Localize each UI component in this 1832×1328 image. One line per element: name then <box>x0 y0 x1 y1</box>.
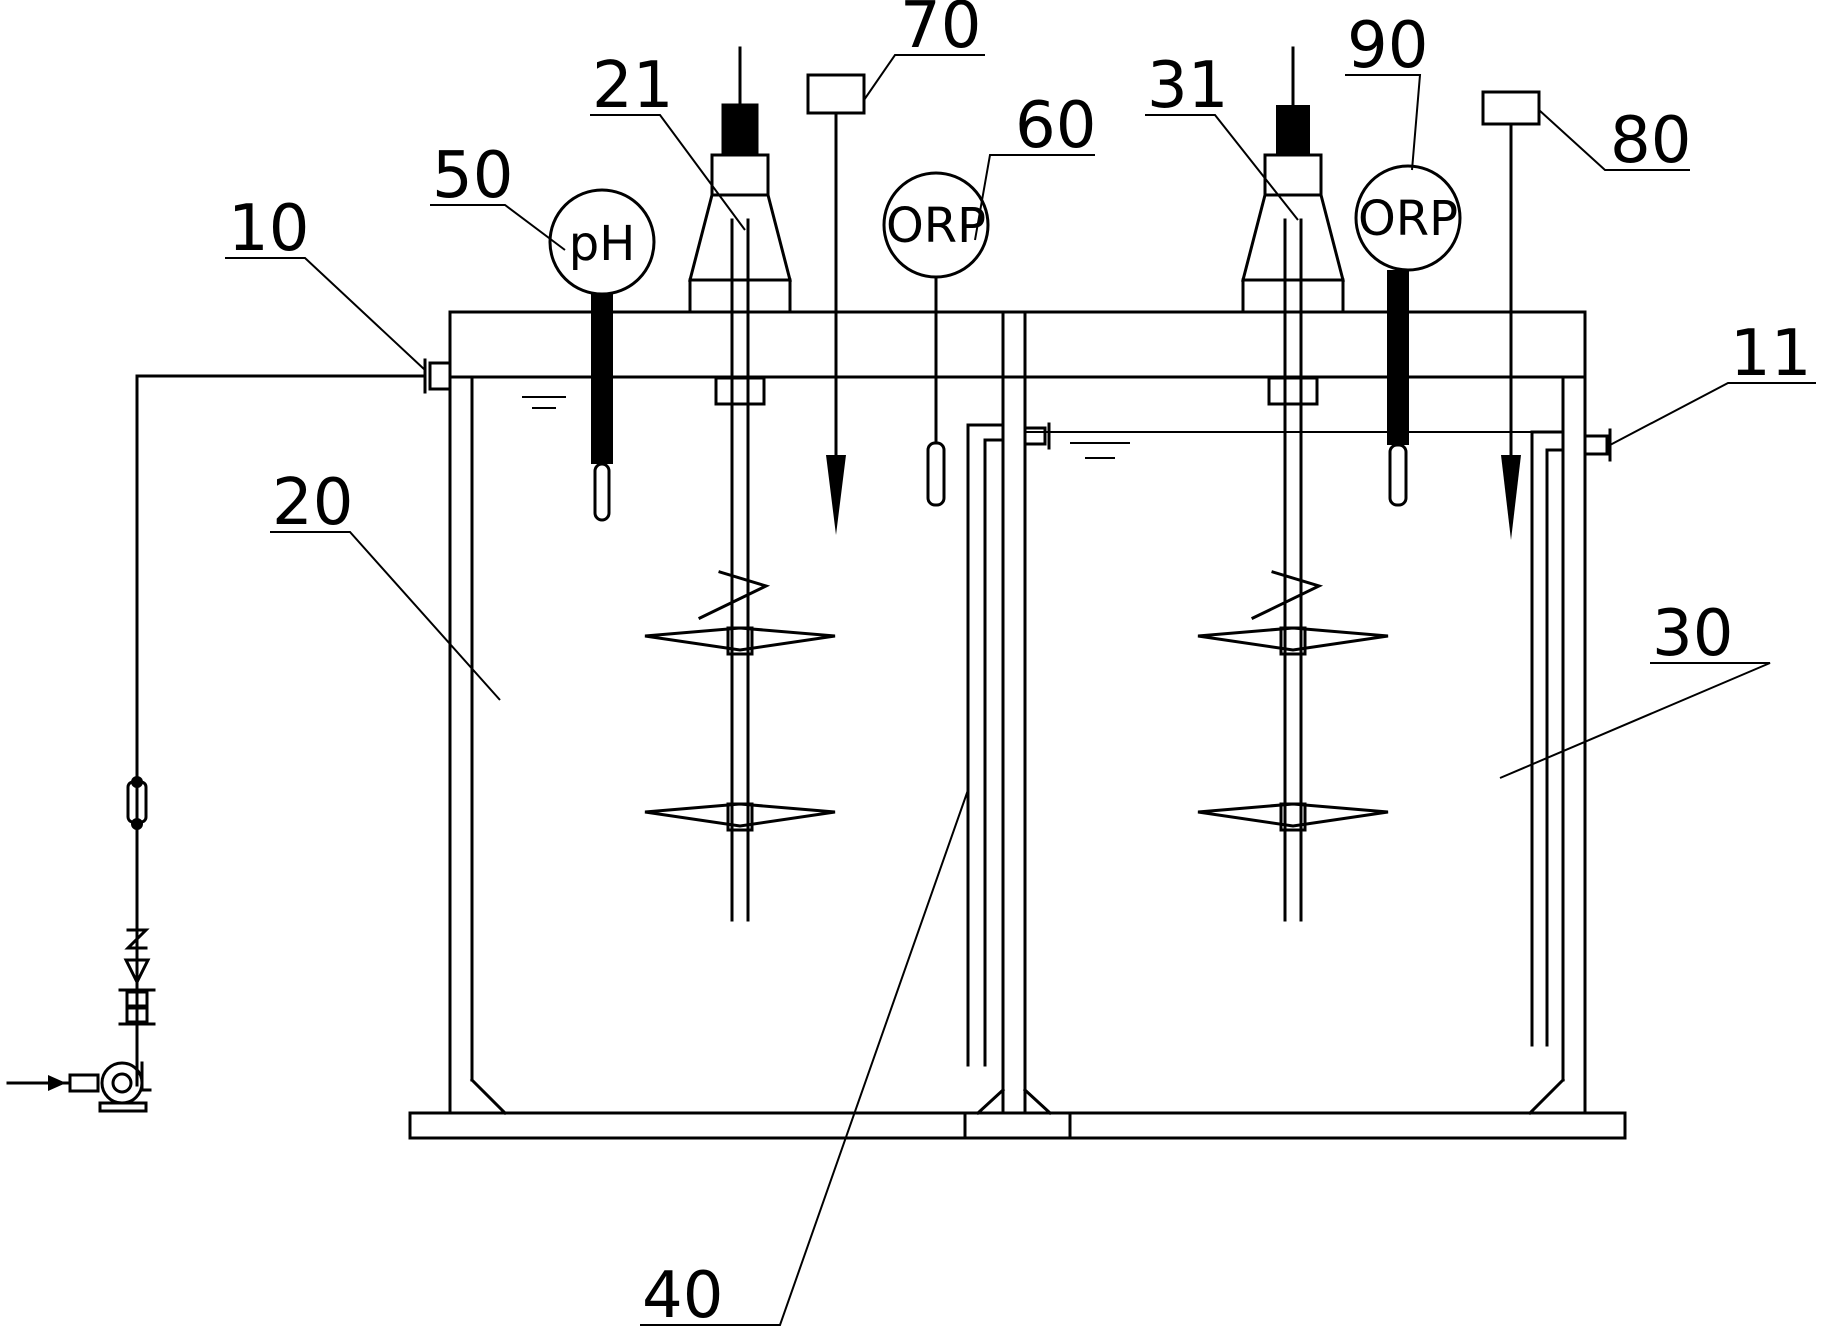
label-11: 11 <box>1730 317 1811 391</box>
label-10: 10 <box>228 192 309 266</box>
mixer-21-hub-lower <box>726 802 754 832</box>
mixer-21-mount <box>688 278 792 314</box>
mixer-21 <box>644 46 836 922</box>
right-fillet <box>1527 1077 1566 1116</box>
leader-lines <box>225 54 1816 1326</box>
flow-meter-bottom-node <box>131 818 143 830</box>
inlet-feed-line <box>6 358 452 1113</box>
overflow-pipe-inner <box>1545 448 1565 1047</box>
label-31: 31 <box>1147 49 1228 123</box>
pump-base <box>98 1101 148 1113</box>
orp-probe-90-body <box>1387 270 1409 445</box>
transfer-pipe-outer <box>966 423 1005 1067</box>
union-lower <box>125 1006 149 1024</box>
label-50: 50 <box>432 139 513 213</box>
transfer-pipe-inner <box>983 438 1005 1067</box>
mixer-21-hub-upper <box>726 626 754 656</box>
dosing-unit-70 <box>806 73 866 535</box>
inlet-nozzle <box>428 361 452 391</box>
feed-pipe <box>135 374 427 1087</box>
orp-meter-90: ORP <box>1354 164 1462 507</box>
orp-probe-60-tip <box>926 441 946 507</box>
ph-probe-body <box>591 294 613 464</box>
outlet-nozzle <box>1583 434 1609 456</box>
mixer-21-blade-mark <box>697 570 771 621</box>
transfer-nozzle <box>1023 426 1047 446</box>
mixer-21-gearbox <box>710 153 770 197</box>
leader-80 <box>1538 109 1690 171</box>
leader-50 <box>430 204 566 251</box>
leader-60 <box>974 154 1095 241</box>
label-20: 20 <box>272 466 353 540</box>
overflow-pipe-outer <box>1530 430 1565 1047</box>
ph-meter: pH <box>548 188 656 522</box>
mixer-31-impeller-upper <box>1197 626 1389 652</box>
label-60: 60 <box>1015 89 1096 163</box>
leader-40 <box>640 789 969 1326</box>
label-70: 70 <box>900 0 981 63</box>
label-90: 90 <box>1347 9 1428 83</box>
check-valve <box>124 928 150 950</box>
leader-70 <box>863 54 985 101</box>
mixer-31-blade-mark <box>1250 570 1324 621</box>
top-slab <box>448 310 1587 379</box>
gate-valve <box>123 958 151 986</box>
mixer-21-impeller-upper <box>644 626 836 652</box>
pump-discharge <box>140 1061 152 1092</box>
dosing-arrow-70 <box>826 455 846 535</box>
leader-10 <box>225 257 426 371</box>
orp-meter-60-text: ORP <box>886 198 986 254</box>
mixer-31 <box>1197 46 1389 922</box>
union-upper <box>125 990 149 1008</box>
mixer-31-motor <box>1276 105 1310 155</box>
mixer-31-bracket <box>1241 193 1345 282</box>
mixer-31-hub-upper <box>1279 626 1307 656</box>
mixer-31-hub-lower <box>1279 802 1307 832</box>
label-30: 30 <box>1652 597 1733 671</box>
dosing-arrow-80 <box>1501 455 1521 540</box>
leader-21 <box>590 114 746 231</box>
label-80: 80 <box>1610 104 1691 178</box>
mixer-21-coupling <box>714 376 766 406</box>
leader-20 <box>270 531 501 701</box>
dosing-unit-70-box <box>806 73 866 115</box>
ph-probe-tip <box>593 462 611 522</box>
label-40: 40 <box>642 1259 723 1328</box>
label-21: 21 <box>592 49 673 123</box>
dosing-unit-80-box <box>1481 90 1541 126</box>
mixer-31-impeller-lower <box>1197 802 1389 828</box>
reference-labels: 10 11 20 21 30 31 40 50 60 70 80 90 <box>228 0 1811 1328</box>
leader-90 <box>1345 74 1422 171</box>
pump-impeller <box>111 1072 133 1094</box>
suction-valve <box>68 1073 100 1093</box>
orp-meter-90-text: ORP <box>1358 191 1458 247</box>
orp-probe-90-tip <box>1388 443 1408 507</box>
mixer-21-motor-fill <box>723 105 757 155</box>
mixer-31-coupling <box>1267 376 1319 406</box>
leader-11 <box>1609 382 1816 446</box>
mixer-21-bracket <box>688 193 792 282</box>
dosing-unit-80 <box>1481 90 1541 540</box>
partition-fillet-right <box>1022 1087 1053 1116</box>
left-fillet <box>469 1077 508 1116</box>
center-footing <box>963 1111 1072 1140</box>
mixer-21-impeller-lower <box>644 802 836 828</box>
base-slab <box>408 1111 1627 1140</box>
flow-meter-top-node <box>131 776 143 788</box>
orp-meter-60: ORP <box>882 171 990 507</box>
transfer-pipe <box>966 422 1051 1067</box>
leader-31 <box>1145 114 1299 221</box>
ph-meter-text: pH <box>569 216 636 272</box>
outlet <box>1530 428 1612 1047</box>
leader-30 <box>1499 662 1771 779</box>
partition-fillet-left <box>975 1087 1006 1116</box>
suction-flow-arrow <box>48 1075 66 1091</box>
mixer-31-mount <box>1241 278 1345 314</box>
